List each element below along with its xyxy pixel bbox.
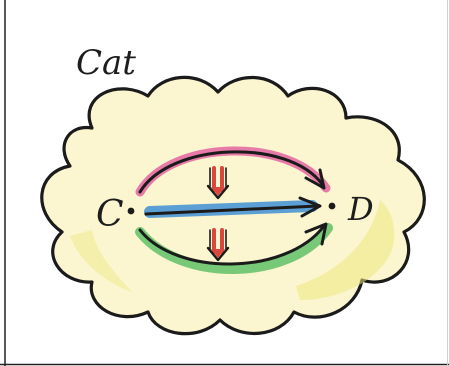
object-label-c: C <box>96 194 124 235</box>
category-title: Cat <box>76 43 136 83</box>
object-c-dot <box>128 208 135 215</box>
object-label-d: D <box>347 190 374 228</box>
object-d-dot <box>329 203 336 210</box>
